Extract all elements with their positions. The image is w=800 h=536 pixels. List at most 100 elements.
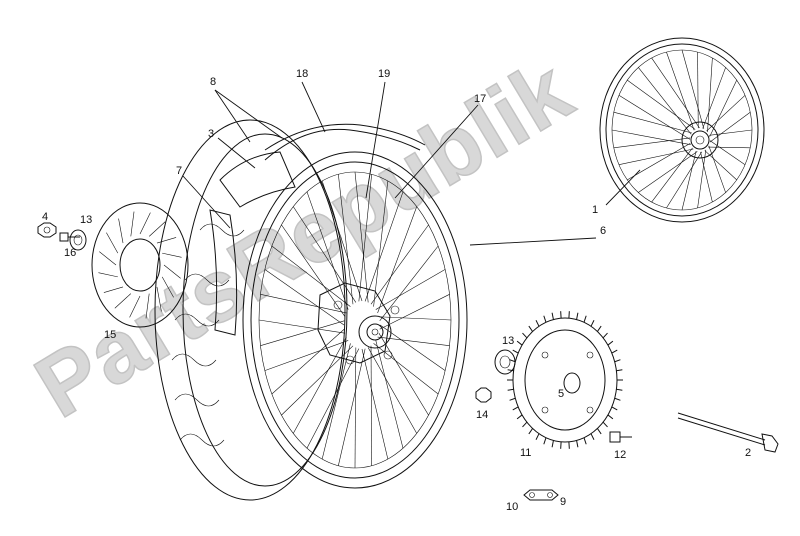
disc-vent: [156, 286, 162, 312]
sprocket-tooth: [607, 414, 614, 420]
sprocket-tooth: [543, 437, 547, 445]
sprocket-tooth: [522, 421, 528, 428]
chain-link: [523, 489, 559, 501]
spoke: [706, 95, 746, 132]
sprocket-tooth: [602, 332, 608, 339]
small-wheel-assembly: [599, 37, 765, 223]
spoke: [354, 171, 369, 303]
spoke: [260, 320, 345, 346]
spoke: [354, 347, 357, 469]
small-fasteners-right: [475, 349, 516, 403]
disc-vent: [98, 272, 118, 278]
spoke: [697, 52, 699, 129]
callout-3: 3: [208, 128, 214, 140]
callout-13-right: 13: [502, 335, 514, 347]
spoke: [702, 67, 726, 129]
spoke: [338, 348, 366, 466]
sprocket-tooth: [590, 320, 595, 327]
disc-vent: [118, 218, 124, 244]
spoke: [709, 111, 751, 143]
callout-7: 7: [176, 165, 182, 177]
sprocket-tooth: [597, 325, 602, 332]
sprocket-tooth: [611, 349, 618, 354]
spoke: [611, 129, 691, 145]
callout-9: 9: [560, 496, 566, 508]
spoke: [293, 206, 357, 303]
sprocket-tooth: [616, 388, 623, 391]
spoke: [306, 191, 349, 310]
sprocket-tooth: [509, 397, 516, 401]
spoke: [370, 345, 372, 466]
brake-disc: [91, 202, 189, 328]
sprocket-tooth: [611, 406, 618, 411]
brake-disc-vents: [98, 211, 182, 319]
tyre: [154, 119, 426, 501]
callout-15: 15: [104, 329, 116, 341]
disc-vent: [114, 293, 132, 309]
spoke: [375, 340, 404, 449]
watermark: PartsRepublik: [18, 39, 589, 437]
spoke: [666, 51, 695, 131]
sprocket-tooth: [507, 388, 514, 391]
sprocket-tooth: [616, 369, 623, 372]
spoke: [708, 145, 726, 193]
callout-16: 16: [64, 247, 76, 259]
callout-4: 4: [42, 211, 48, 223]
sprocket-tooth: [516, 340, 523, 346]
spoke: [618, 95, 691, 140]
spoke: [709, 129, 753, 136]
sprocket-tooth: [516, 414, 523, 420]
spoke: [264, 269, 345, 326]
small-fasteners-left: [37, 222, 87, 251]
spoke: [378, 316, 452, 321]
watermark-text: PartsRepublik: [19, 40, 588, 436]
spoke: [379, 245, 439, 322]
spoke: [627, 79, 696, 130]
sprocket-tooth: [614, 359, 621, 363]
sprocket-tooth: [597, 428, 602, 435]
spoke: [700, 151, 713, 203]
main-wheel-spokes: [258, 171, 452, 469]
callout-8: 8: [210, 76, 216, 88]
callout-18: 18: [296, 68, 308, 80]
spoke: [321, 180, 363, 302]
sprocket-tooth: [583, 437, 587, 445]
spoke: [260, 294, 347, 314]
spoke: [709, 140, 746, 165]
small-wheel-spokes: [611, 49, 753, 211]
callout-5: 5: [558, 388, 564, 400]
main-wheel-rim: [242, 151, 468, 489]
sprocket-teeth: [507, 311, 623, 449]
sprocket-tooth: [528, 428, 533, 435]
spoke: [707, 57, 713, 133]
spoke: [281, 345, 354, 416]
sprocket-tooth: [576, 440, 579, 448]
spoke: [651, 57, 700, 129]
sprocket-tooth: [576, 312, 579, 320]
disc-vent: [103, 286, 124, 293]
disc-vent: [161, 276, 174, 298]
callout-10: 10: [506, 501, 518, 513]
spoke: [666, 151, 703, 209]
callout-labels: 1 2 3 4 5 6 7 8 9 10 11 12 13 13 14 15 1…: [42, 68, 751, 513]
spoke: [338, 174, 354, 305]
sprocket-tooth: [535, 320, 540, 327]
callout-14: 14: [476, 409, 488, 421]
spoke: [613, 137, 691, 149]
spoke: [377, 206, 417, 314]
disc-vent: [129, 295, 141, 318]
spoke: [697, 149, 707, 209]
sprocket-tooth: [512, 406, 519, 411]
spoke: [271, 245, 351, 307]
disc-vent: [156, 237, 177, 244]
disc-vent: [148, 221, 166, 237]
sprocket-tooth: [614, 397, 621, 401]
spoke: [258, 319, 346, 334]
callout-17: 17: [474, 93, 486, 105]
spoke: [321, 343, 351, 460]
axle: [677, 412, 779, 453]
sprocket-tooth: [522, 332, 528, 339]
disc-vent: [130, 211, 135, 237]
